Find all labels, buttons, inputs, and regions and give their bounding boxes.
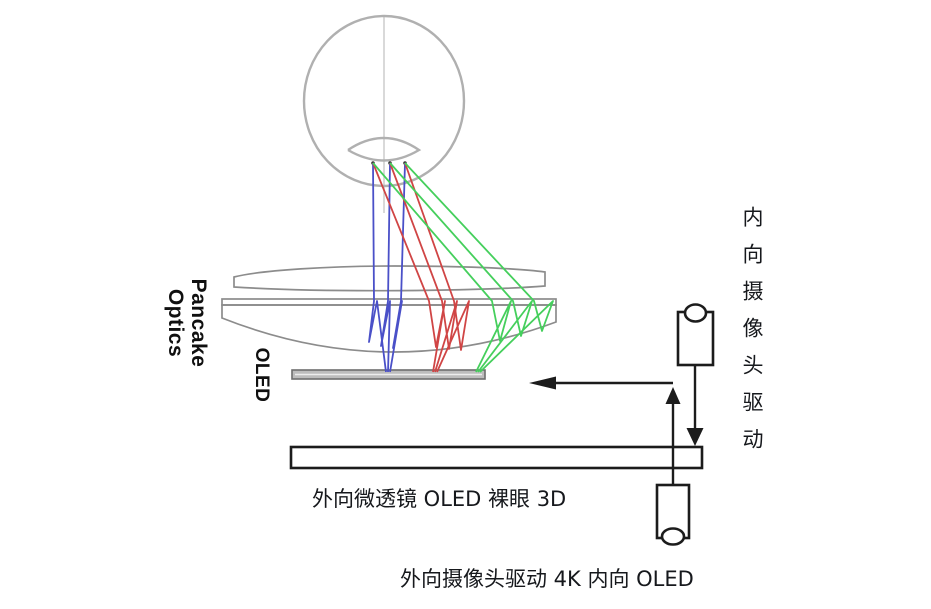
ray-bundle-green	[372, 162, 554, 373]
pancake-lens-1	[233, 265, 546, 292]
ray-bundle-blue	[368, 162, 406, 373]
naked-eye-3d-label: 外向微透镜 OLED 裸眼 3D	[312, 487, 567, 511]
microlens-oled-bar	[289, 445, 704, 470]
pancake-lens-2	[221, 304, 557, 353]
outward-camera-drive-label: 外向摄像头驱动 4K 内向 OLED	[400, 567, 694, 591]
pancake-optics-group	[221, 265, 557, 353]
camera-cylinder-up-icon	[676, 303, 715, 367]
arrow-up-icon	[665, 387, 681, 485]
pancake-optics-label: Pancake Optics	[162, 253, 210, 393]
inward-camera-drive-label: 内向摄像头驱动	[740, 206, 764, 465]
pancake-optics-label-line1: Pancake	[187, 278, 210, 368]
oled-label: OLED	[251, 347, 272, 403]
arrow-left-icon	[529, 376, 673, 390]
eyeball-outline	[302, 14, 466, 188]
eye-group	[302, 14, 466, 213]
ray-bundle-red	[372, 162, 470, 373]
eye-lens	[347, 136, 422, 162]
pancake-optics-label-line2: Optics	[164, 288, 187, 358]
camera-cylinder-down-icon	[655, 483, 691, 546]
arrow-down-icon	[686, 365, 704, 446]
